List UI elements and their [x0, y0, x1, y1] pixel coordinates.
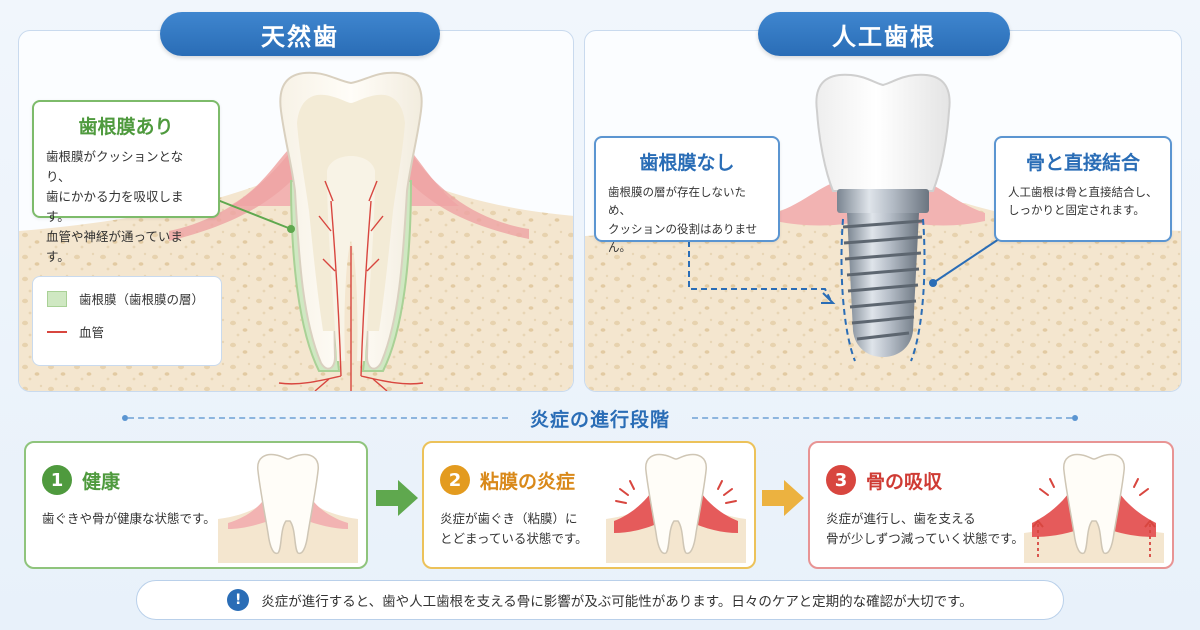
- heading-divider-left: [121, 415, 508, 421]
- stage-card-bone-resorption: 3 骨の吸収 炎症が進行し、歯を支える 骨が少しずつ減っていく状態です。: [808, 441, 1174, 569]
- legend-label-vessel: 血管: [79, 325, 105, 340]
- bone-fusion-title: 骨と直接結合: [1025, 152, 1140, 174]
- inflamed-gum-tooth-icon: [606, 453, 746, 563]
- progression-arrow-1: [376, 480, 418, 516]
- legend-label-ligament: 歯根膜（歯根膜の層）: [79, 292, 205, 307]
- stage-number-badge: 3: [826, 465, 856, 495]
- bone-loss-tooth-icon: [1024, 453, 1164, 563]
- stage-card-healthy: 1 健康 歯ぐきや骨が健康な状態です。: [24, 441, 368, 569]
- stage-title: 骨の吸収: [866, 471, 943, 493]
- legend: 歯根膜（歯根膜の層） 血管: [32, 276, 222, 366]
- no-ligament-callout: 歯根膜なし 歯根膜の層が存在しないため、 クッションの役割はありません。: [594, 136, 780, 254]
- info-icon: !: [227, 589, 250, 611]
- ligament-present-title: 歯根膜あり: [78, 116, 174, 138]
- stages-heading: 炎症の進行段階: [0, 404, 1200, 432]
- caution-note: ! 炎症が進行すると、歯や人工歯根を支える骨に影響が及ぶ可能性があります。日々の…: [136, 580, 1064, 620]
- stages-heading-text: 炎症の進行段階: [529, 408, 670, 431]
- bone-fusion-callout: 骨と直接結合 人工歯根は骨と直接結合し、 しっかりと固定されます。: [994, 136, 1172, 242]
- legend-item-vessel: 血管: [47, 322, 207, 341]
- ligament-swatch-icon: [47, 290, 67, 307]
- no-ligament-body: 歯根膜の層が存在しないため、 クッションの役割はありません。: [608, 185, 758, 255]
- legend-item-ligament: 歯根膜（歯根膜の層）: [47, 289, 207, 308]
- bone-fusion-body: 人工歯根は骨と直接結合し、 しっかりと固定されます。: [1008, 185, 1158, 218]
- stage-title: 健康: [82, 471, 121, 493]
- healthy-tooth-icon: [218, 453, 358, 563]
- progression-arrow-2: [762, 480, 804, 516]
- implant-illustration: [585, 73, 1181, 391]
- no-ligament-title: 歯根膜なし: [639, 152, 735, 174]
- stage-description: 歯ぐきや骨が健康な状態です。: [42, 511, 216, 526]
- natural-tooth-title: 天然歯: [160, 12, 440, 56]
- stage-number-badge: 1: [42, 465, 72, 495]
- stage-description: 炎症が歯ぐき（粘膜）に とどまっている状態です。: [440, 511, 588, 546]
- caution-note-text: 炎症が進行すると、歯や人工歯根を支える骨に影響が及ぶ可能性があります。日々のケア…: [261, 594, 973, 610]
- ligament-present-body: 歯根膜がクッションとなり、 歯にかかる力を吸収します。 血管や神経が通っています…: [46, 149, 184, 264]
- heading-divider-right: [692, 415, 1078, 421]
- callout-pointer: [214, 198, 295, 233]
- ligament-present-callout: 歯根膜あり 歯根膜がクッションとなり、 歯にかかる力を吸収します。 血管や神経が…: [32, 100, 220, 264]
- vessel-line-icon: [47, 330, 67, 333]
- stage-title: 粘膜の炎症: [480, 471, 576, 493]
- implant-title: 人工歯根: [758, 12, 1010, 56]
- stage-description: 炎症が進行し、歯を支える 骨が少しずつ減っていく状態です。: [826, 511, 1024, 546]
- stage-number-badge: 2: [440, 465, 470, 495]
- stage-card-gum-inflammation: 2 粘膜の炎症 炎症が歯ぐき（粘膜）に とどまっている状態です。: [422, 441, 756, 569]
